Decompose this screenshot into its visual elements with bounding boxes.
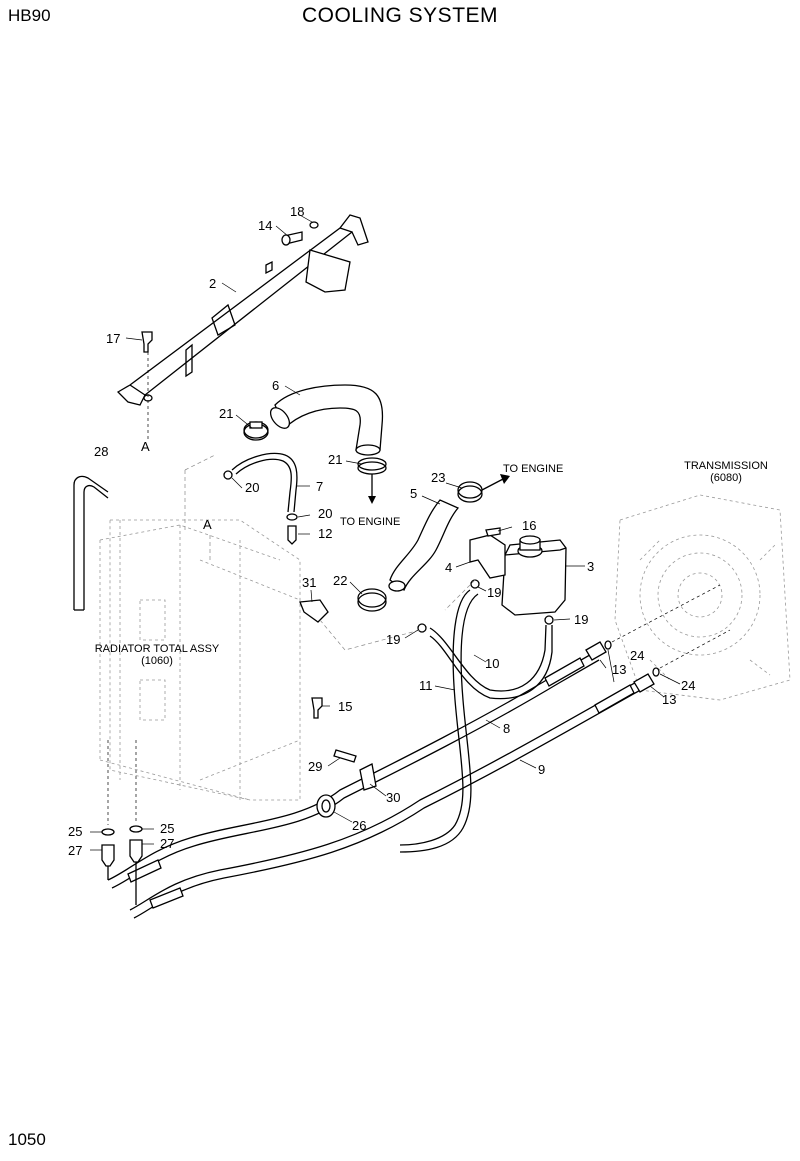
callout-10: 10 [485, 656, 499, 671]
hose-7 [231, 452, 298, 513]
callout-19a: 19 [487, 585, 501, 600]
ref-a-mid: A [203, 517, 212, 532]
transmission-label: TRANSMISSION [684, 460, 768, 472]
callout-17: 17 [106, 331, 120, 346]
callout-labels: 18 14 2 17 A 6 21 21 28 20 7 20 12 A TO … [68, 204, 695, 858]
reservoir-tank-3 [501, 535, 567, 616]
callout-21b: 21 [328, 452, 342, 467]
callout-13a: 13 [612, 662, 626, 677]
callout-11: 11 [419, 678, 433, 693]
callout-23: 23 [431, 470, 445, 485]
callout-27a: 27 [68, 843, 82, 858]
bolt-16 [485, 527, 501, 537]
bolt-15 [311, 697, 323, 719]
fitting-13b [633, 673, 655, 693]
to-engine-label-1: TO ENGINE [340, 516, 400, 528]
washer-18 [309, 221, 319, 229]
tube-28 [73, 475, 109, 610]
fitting-27a [101, 844, 115, 867]
bolt-14 [281, 231, 303, 246]
to-engine-label-2: TO ENGINE [503, 463, 563, 475]
oil-line-8 [107, 651, 596, 881]
bolt-29 [333, 749, 357, 763]
callout-7: 7 [316, 479, 323, 494]
callout-6: 6 [272, 378, 279, 393]
clamp-23 [457, 474, 510, 503]
clip-20b [286, 513, 298, 521]
callout-19c: 19 [574, 612, 588, 627]
callout-15: 15 [338, 699, 352, 714]
callout-27b: 27 [160, 836, 174, 851]
callout-26: 26 [352, 818, 366, 833]
reference-labels: RADIATOR TOTAL ASSY (1060) TRANSMISSION … [95, 460, 768, 667]
model-code: HB90 [8, 6, 51, 25]
clamp-22 [357, 588, 387, 612]
callout-4: 4 [445, 560, 452, 575]
callout-13b: 13 [662, 692, 676, 707]
callout-8: 8 [503, 721, 510, 736]
page-title: COOLING SYSTEM [301, 4, 499, 27]
frame-bracket [116, 214, 369, 406]
bolt-17 [141, 331, 153, 440]
clip-19c [544, 615, 554, 625]
callout-25b: 25 [160, 821, 174, 836]
ref-a-top: A [141, 439, 150, 454]
oring-24a [604, 640, 612, 650]
upper-hose-6 [274, 384, 384, 451]
transmission-ghost [614, 494, 791, 701]
callout-18: 18 [290, 204, 304, 219]
callout-25a: 25 [68, 824, 82, 839]
leader-lines [90, 213, 681, 851]
oring-24b [652, 667, 660, 677]
callout-24b: 24 [681, 678, 695, 693]
fitting-12 [287, 525, 297, 545]
callout-24a: 24 [630, 648, 644, 663]
callout-31: 31 [302, 575, 316, 590]
clamp-21b [357, 457, 387, 504]
hose-10 [429, 624, 547, 692]
callout-30: 30 [386, 790, 400, 805]
callout-20a: 20 [245, 480, 259, 495]
callout-21a: 21 [219, 406, 233, 421]
transmission-ref: (6080) [710, 472, 742, 484]
callout-9: 9 [538, 762, 545, 777]
page-number: 1050 [8, 1130, 46, 1149]
clip-20a [223, 470, 233, 480]
fitting-27b [129, 839, 143, 863]
callout-19b: 19 [386, 632, 400, 647]
callout-3: 3 [587, 559, 594, 574]
callout-28: 28 [94, 444, 108, 459]
clip-31 [299, 599, 329, 623]
clamp-30 [359, 763, 377, 791]
radiator-ghost [99, 519, 301, 801]
radiator-ref: (1060) [141, 655, 173, 667]
lower-hose-5 [389, 499, 460, 592]
clip-19a [470, 579, 480, 589]
fitting-13a [585, 641, 607, 661]
oil-line-9 [129, 679, 641, 911]
clip-19b [417, 623, 427, 633]
radiator-label: RADIATOR TOTAL ASSY [95, 643, 220, 655]
hose-11 [399, 589, 471, 846]
callout-22: 22 [333, 573, 347, 588]
callout-12: 12 [318, 526, 332, 541]
callout-29: 29 [308, 759, 322, 774]
callout-2: 2 [209, 276, 216, 291]
callout-20b: 20 [318, 506, 332, 521]
callout-14: 14 [258, 218, 272, 233]
clamp-21a [243, 421, 269, 441]
oring-25b [129, 825, 143, 833]
bracket-4 [469, 534, 506, 579]
oring-25a [101, 828, 115, 836]
callout-5: 5 [410, 486, 417, 501]
grommet-26 [316, 794, 336, 818]
callout-16: 16 [522, 518, 536, 533]
